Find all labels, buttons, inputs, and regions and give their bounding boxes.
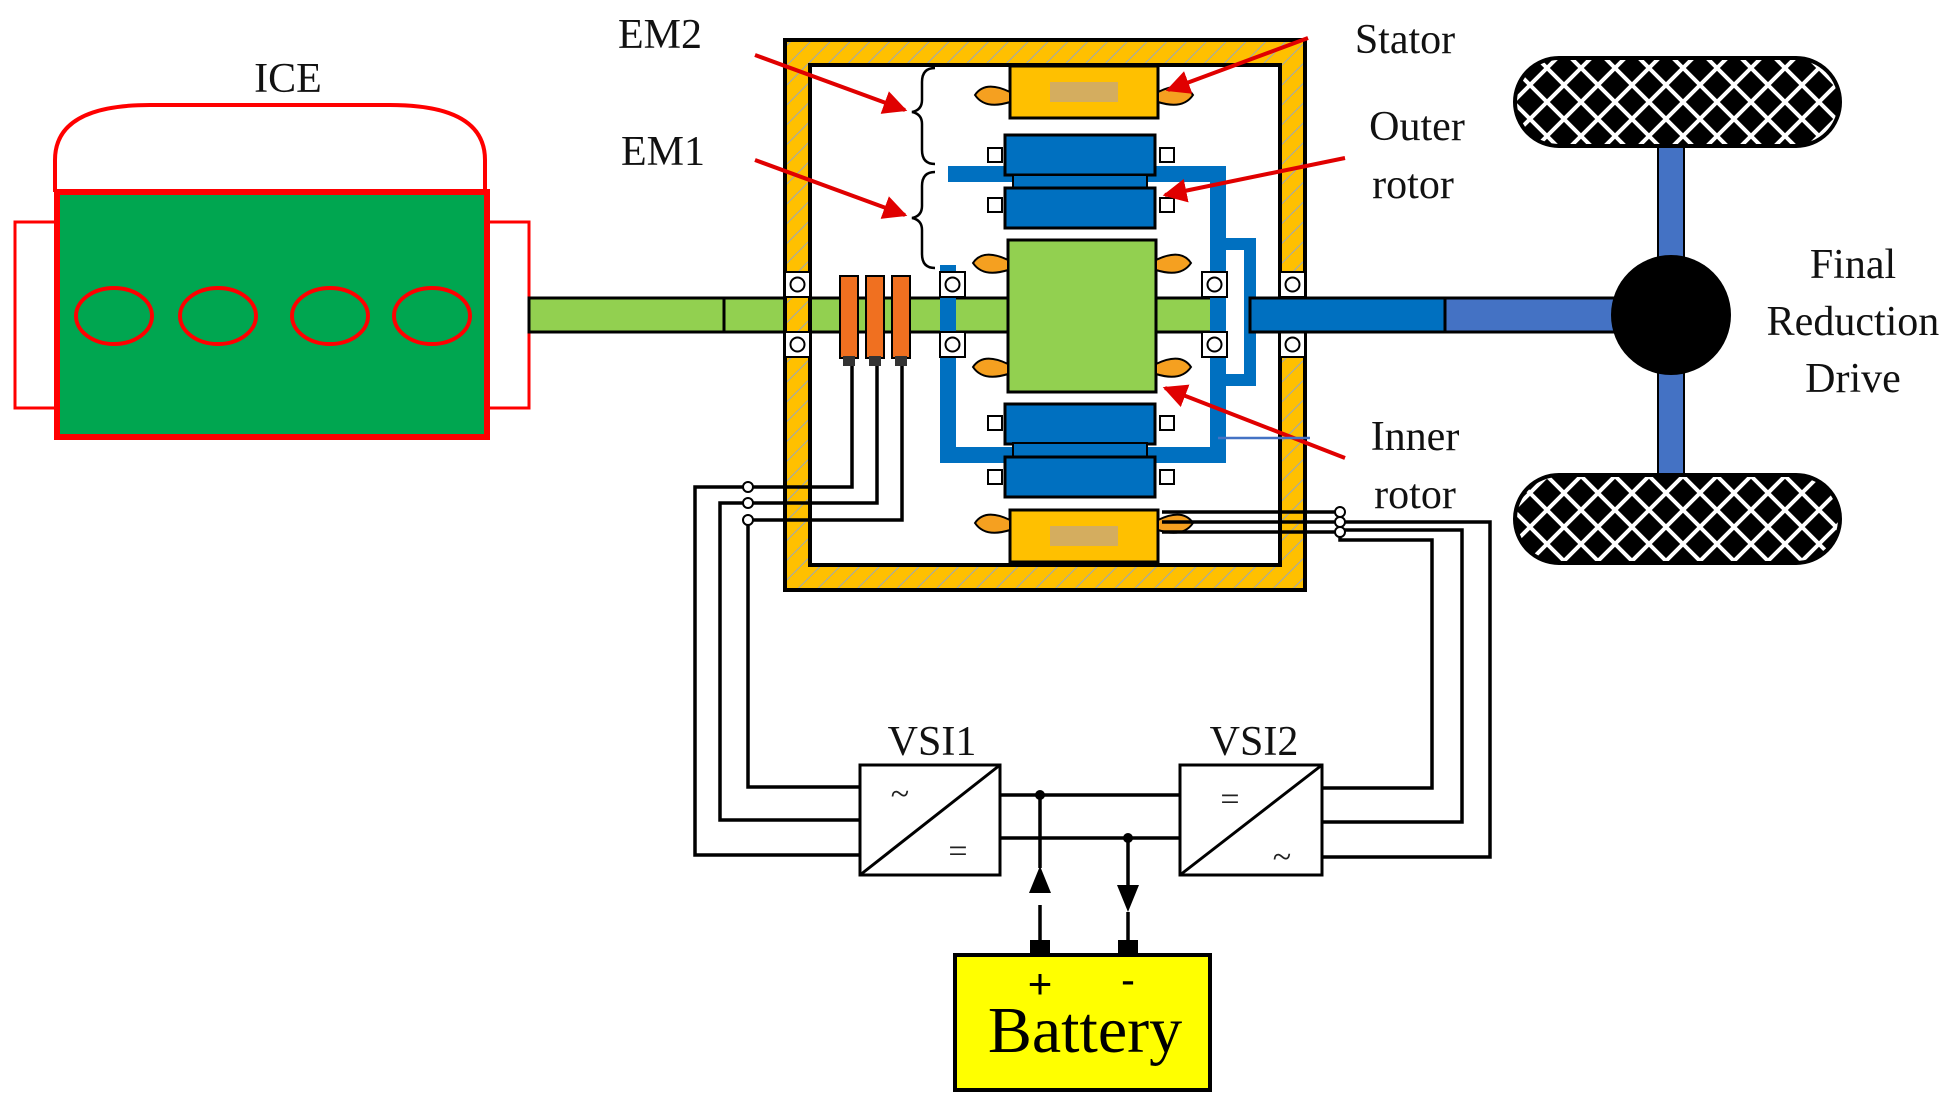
battery-minus-sign: - bbox=[1121, 956, 1135, 1003]
vsi2-dc-symbol: = bbox=[1220, 781, 1239, 818]
final-drive-label-line2: Reduction bbox=[1767, 299, 1940, 345]
final-reduction-drive-hub bbox=[1611, 255, 1731, 375]
ice-label: ICE bbox=[254, 56, 322, 102]
outer-rotor bbox=[940, 133, 1256, 499]
vsi2-ac-symbol: ~ bbox=[1273, 839, 1291, 876]
wheel-bottom bbox=[1513, 473, 1842, 565]
inner-rotor-label-line2: rotor bbox=[1374, 472, 1456, 518]
vsi1-converter: ~ = bbox=[858, 763, 1002, 877]
battery-label: Battery bbox=[988, 994, 1182, 1067]
cylinder-4 bbox=[392, 286, 472, 346]
outer-rotor-label-line1: Outer bbox=[1369, 104, 1465, 150]
stator-label: Stator bbox=[1355, 17, 1455, 63]
outer-rotor-label-line2: rotor bbox=[1372, 162, 1454, 208]
battery bbox=[953, 953, 1212, 1092]
vsi1-label: VSI1 bbox=[888, 719, 977, 765]
battery-plus-sign: + bbox=[1028, 960, 1053, 1007]
vsi1-dc-symbol: = bbox=[948, 833, 967, 870]
em2-label: EM2 bbox=[618, 12, 702, 58]
three-phase-wiring bbox=[693, 366, 1492, 954]
ice-engine bbox=[13, 103, 531, 440]
cylinder-2 bbox=[178, 286, 258, 346]
em1-label: EM1 bbox=[621, 129, 705, 175]
bearings bbox=[784, 271, 1306, 358]
vsi1-ac-symbol: ~ bbox=[891, 776, 909, 813]
cylinder-3 bbox=[290, 286, 370, 346]
inner-rotor bbox=[971, 238, 1193, 394]
final-drive-label-line1: Final bbox=[1810, 242, 1896, 288]
cylinder-1 bbox=[74, 286, 154, 346]
inner-rotor-label-line1: Inner bbox=[1371, 414, 1460, 460]
stator bbox=[973, 64, 1195, 564]
wheel-top bbox=[1513, 56, 1842, 148]
slip-rings bbox=[839, 275, 911, 366]
final-drive-label-line3: Drive bbox=[1805, 356, 1901, 402]
vsi2-converter: = ~ bbox=[1178, 763, 1324, 877]
vsi2-label: VSI2 bbox=[1210, 719, 1299, 765]
em-braces bbox=[911, 66, 936, 270]
annotation-arrows bbox=[754, 36, 1346, 460]
